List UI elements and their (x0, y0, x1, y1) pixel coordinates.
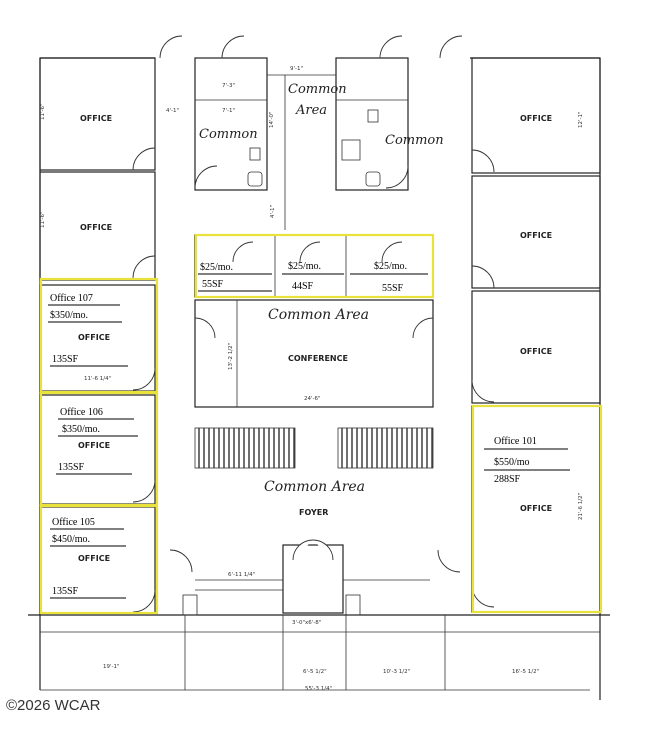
room-label-conference: CONFERENCE (288, 354, 348, 363)
common-area-label: Area (295, 103, 327, 118)
conference-room (194, 299, 434, 408)
listing-office-106: Office 106 $350/mo. 135SF (56, 407, 138, 475)
dimension-label: 12'-1" (578, 111, 584, 128)
stairs (194, 427, 434, 469)
dimension-label: 10'-3 1/2" (383, 669, 410, 675)
listing-size: 288SF (494, 474, 521, 485)
front-columns (184, 615, 446, 690)
listing-name: Office 107 (50, 293, 93, 304)
listing-office-107: Office 107 $350/mo. 135SF (48, 293, 128, 367)
dimension-label: 13'-2 1/2" (228, 343, 234, 370)
listing-office-105: Office 105 $450/mo. 135SF (50, 517, 126, 599)
listing-price: $25/mo. (374, 261, 407, 272)
dimension-label: 7'-3" (222, 83, 235, 89)
listing-size: 44SF (292, 281, 314, 292)
listing-size: 55SF (382, 283, 404, 294)
dimension-label: 16'-5 1/2" (512, 669, 539, 675)
dimension-label: 19'-1" (103, 664, 120, 670)
dimension-label: 9'-1" (290, 66, 303, 72)
listing-price: $450/mo. (52, 534, 90, 545)
common-restroom-label: Common (199, 127, 258, 142)
dimension-label: 7'-1" (222, 108, 235, 114)
outer-walls (28, 57, 610, 700)
dimension-label: 21'-6 1/2" (578, 493, 584, 520)
dimension-label: 11'-6" (40, 211, 46, 228)
dimension-label: 11'-6" (40, 103, 46, 120)
listing-price: $550/mo (494, 457, 530, 468)
dimension-label: 24'-6" (304, 396, 321, 402)
copyright-watermark: ©2026 WCAR (6, 697, 101, 714)
common-area-label: Common Area (264, 479, 365, 495)
room-label-office: OFFICE (520, 347, 552, 356)
listing-price: $350/mo. (50, 310, 88, 321)
highlighted-units (39, 233, 603, 615)
common-area-label: Common (288, 82, 347, 97)
room-label-office: OFFICE (78, 441, 110, 450)
room-label-office: OFFICE (78, 554, 110, 563)
dimension-label: 14'-0" (269, 111, 275, 128)
listing-storage-1: $25/mo. 55SF (198, 262, 272, 292)
listing-size: 135SF (52, 586, 79, 597)
room-label-office: OFFICE (78, 333, 110, 342)
dimension-label: 4'-1" (166, 108, 179, 114)
dimension-label: 11'-6 1/4" (84, 376, 111, 382)
listing-storage-3: $25/mo. 55SF (350, 261, 428, 294)
listing-price: $25/mo. (200, 262, 233, 273)
room-label-office: OFFICE (80, 223, 112, 232)
listing-name: Office 106 (60, 407, 103, 418)
listing-storage-2: $25/mo. 44SF (282, 261, 344, 292)
room-label-office: OFFICE (520, 231, 552, 240)
entry-vestibule (169, 539, 461, 616)
listing-size: 55SF (202, 279, 224, 290)
room-label-office: OFFICE (520, 504, 552, 513)
listing-price: $350/mo. (62, 424, 100, 435)
room-label-foyer: FOYER (299, 508, 328, 517)
dimension-label: 4'-1" (270, 205, 276, 218)
room-label-office: OFFICE (80, 114, 112, 123)
right-offices (471, 57, 601, 613)
listing-size: 135SF (52, 354, 79, 365)
common-restroom-label: Common (385, 133, 444, 148)
listing-office-101: Office 101 $550/mo 288SF (484, 436, 570, 485)
listing-name: Office 105 (52, 517, 95, 528)
dimension-label: 6'-5 1/2" (303, 669, 327, 675)
listing-name: Office 101 (494, 436, 537, 447)
dimension-label: 3'-0"x6'-8" (292, 620, 321, 626)
common-area-label: Common Area (268, 307, 369, 323)
top-core (159, 35, 463, 230)
room-label-office: OFFICE (520, 114, 552, 123)
listing-price: $25/mo. (288, 261, 321, 272)
dimension-label: 55'-3 1/4" (305, 686, 332, 692)
listing-size: 135SF (58, 462, 85, 473)
dimension-label: 6'-11 1/4" (228, 572, 255, 578)
